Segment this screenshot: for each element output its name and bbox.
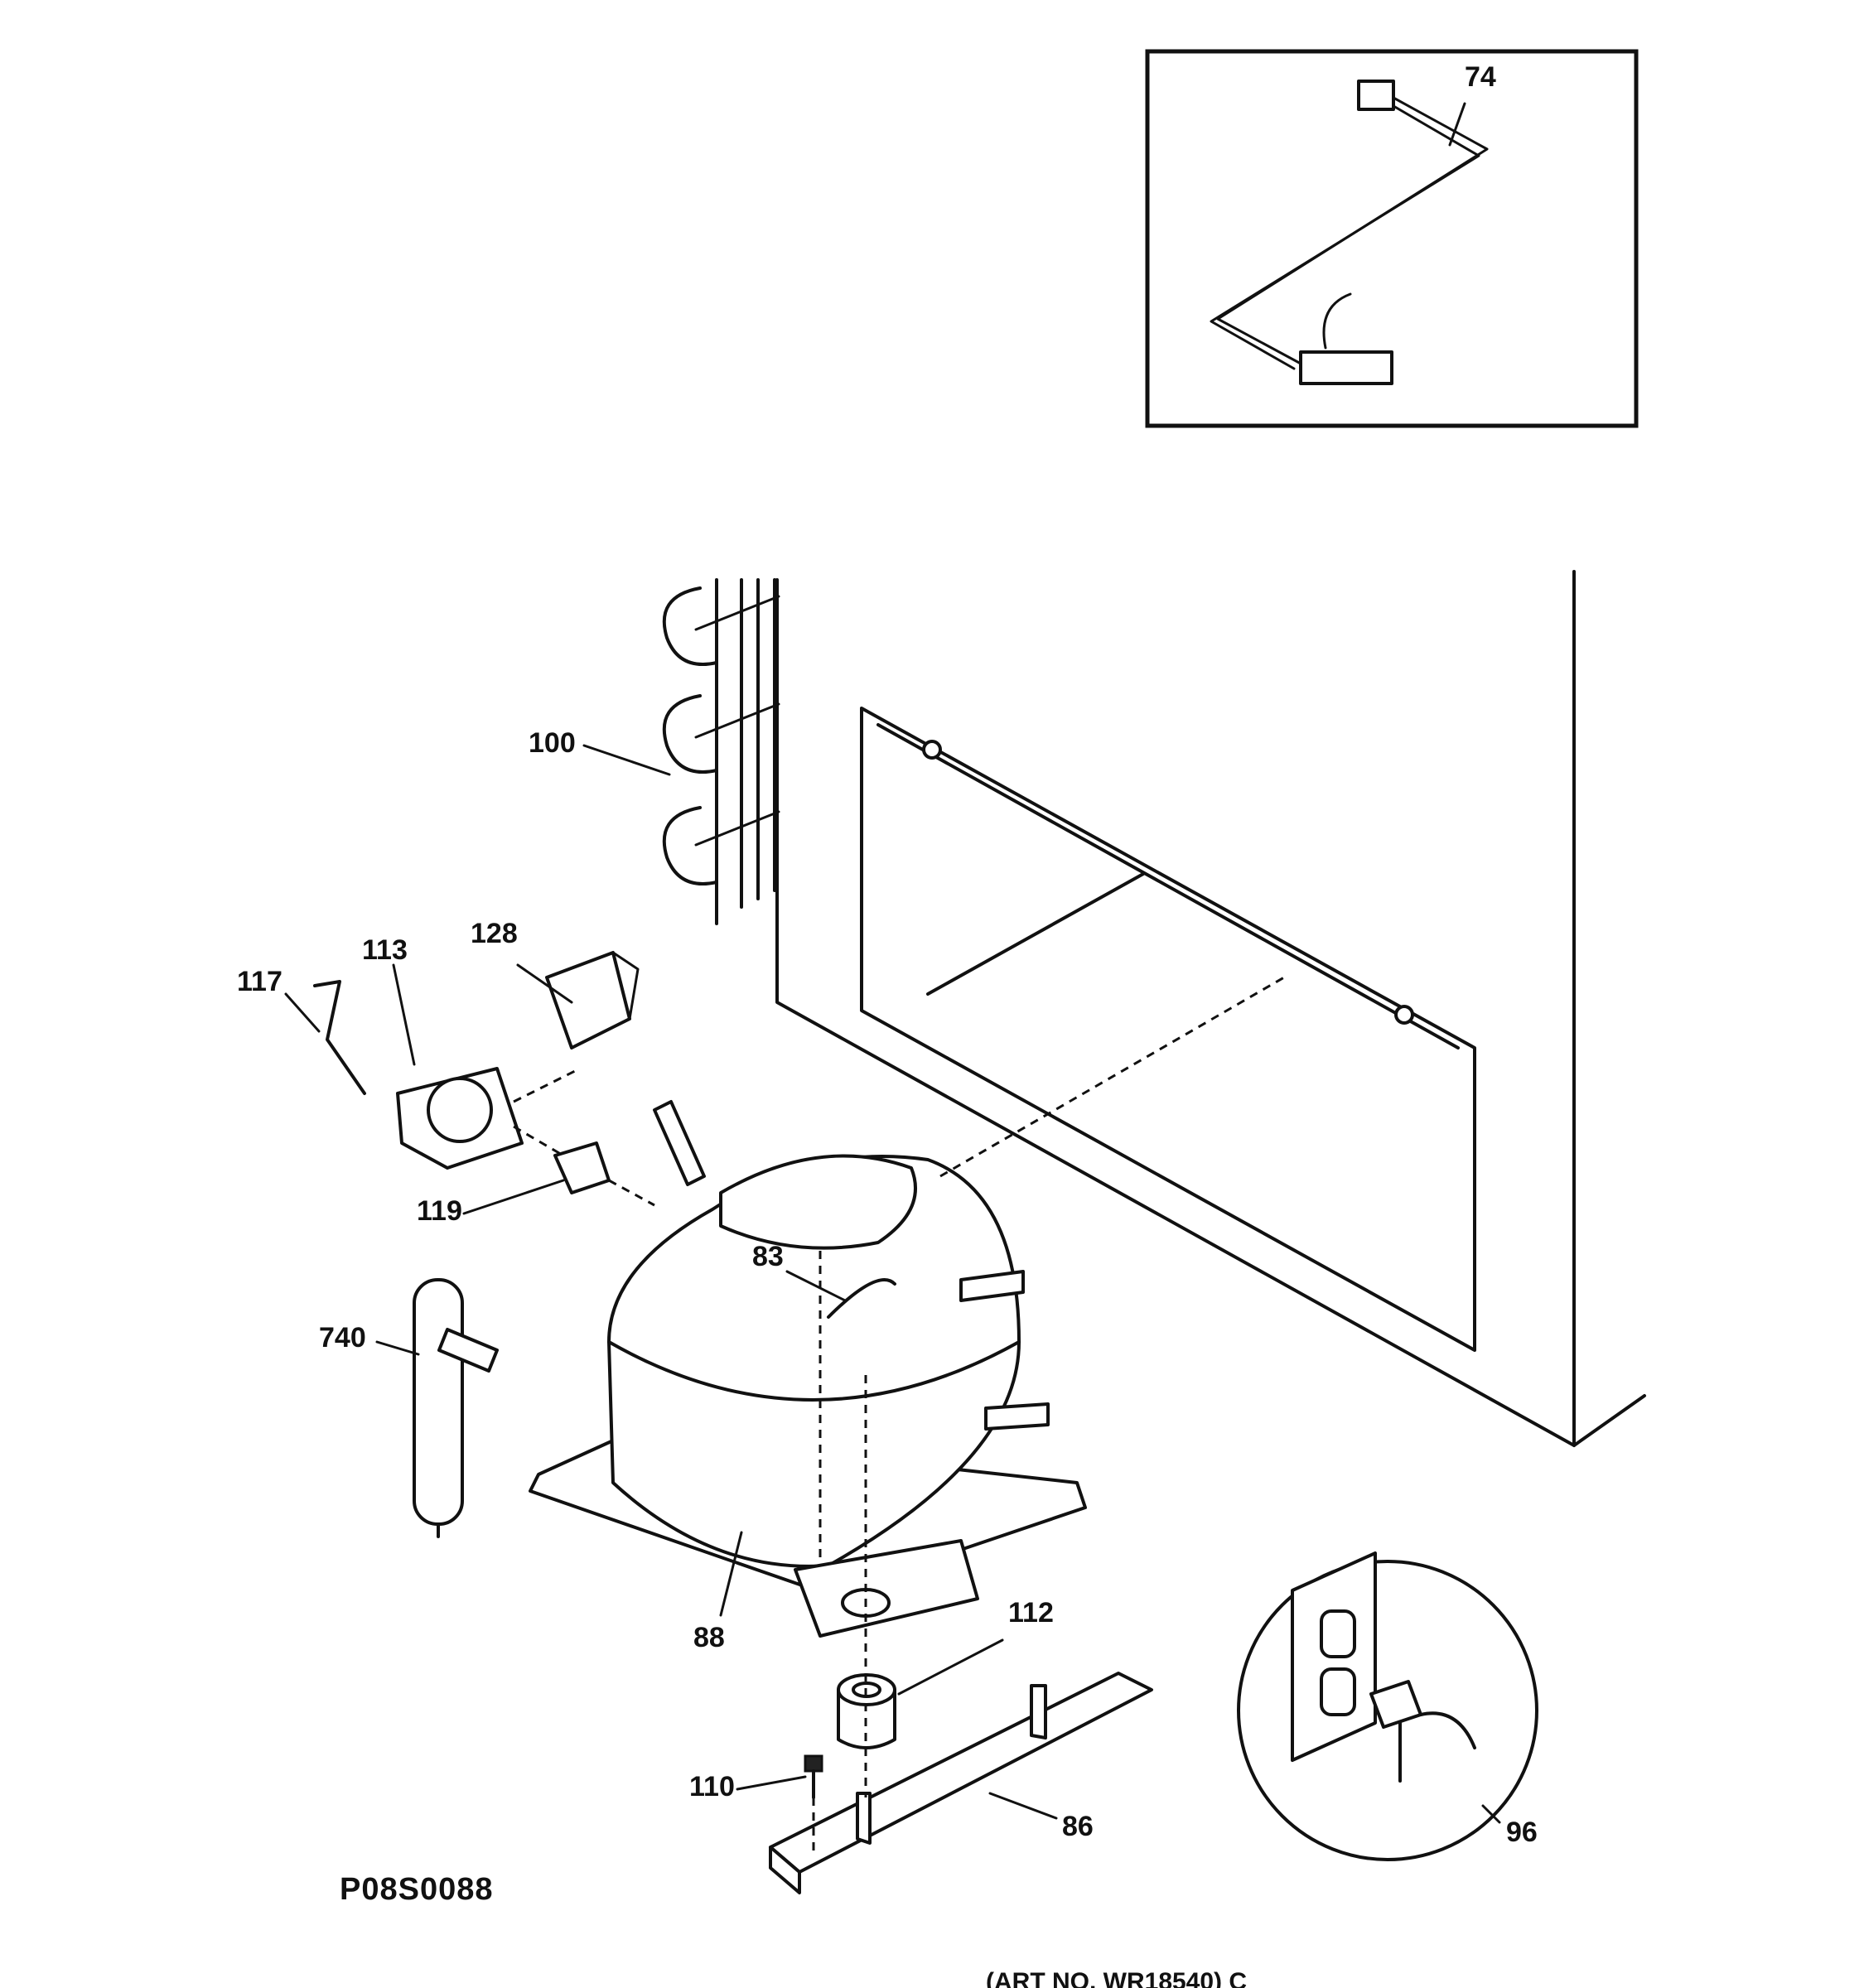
- connector-119: [553, 1141, 611, 1194]
- diagram-code: P08S0088: [340, 1872, 494, 1907]
- callout-128: 128: [471, 918, 518, 949]
- compressor-88: [529, 1100, 1087, 1638]
- inset-wire-harness: [1145, 49, 1639, 428]
- start-device-113: [396, 1067, 524, 1170]
- inset-outlet-96: [1237, 1551, 1538, 1861]
- callout-117: 117: [237, 966, 282, 997]
- leader-lines: [284, 102, 1501, 1824]
- screw-110: [804, 1754, 823, 1799]
- callout-86: 86: [1062, 1811, 1094, 1842]
- harness-plug-top: [1357, 80, 1395, 111]
- cabinet-outline: [775, 570, 1646, 1447]
- relay-128: [545, 951, 640, 1049]
- harness-connector-bottom: [1299, 350, 1393, 385]
- callout-100: 100: [529, 727, 576, 759]
- dryer-740: [413, 1278, 499, 1538]
- callout-110: 110: [689, 1771, 735, 1802]
- condenser-coil: [662, 578, 780, 925]
- callout-112: 112: [1008, 1597, 1054, 1629]
- art-number: (ART NO. WR18540) C: [986, 1968, 1248, 1988]
- callout-88: 88: [693, 1622, 725, 1653]
- wire-clip-117: [313, 980, 366, 1095]
- callout-74: 74: [1465, 61, 1496, 93]
- assembly-guide-lines: [513, 976, 1285, 1855]
- callout-740: 740: [319, 1322, 366, 1353]
- callout-113: 113: [362, 934, 408, 966]
- callout-96: 96: [1506, 1817, 1538, 1848]
- base-bracket-86: [769, 1672, 1153, 1894]
- callout-83: 83: [752, 1241, 784, 1272]
- callout-119: 119: [417, 1195, 462, 1227]
